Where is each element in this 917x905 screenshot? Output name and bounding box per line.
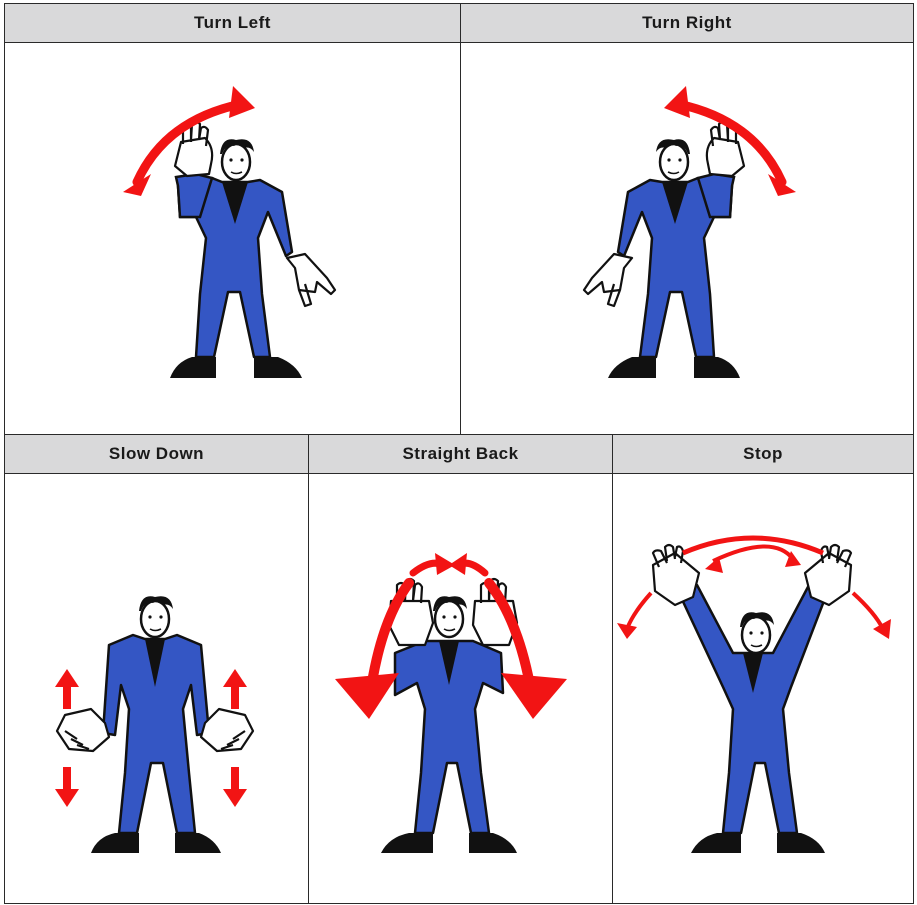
person-figure (91, 596, 221, 853)
person-figure (679, 585, 827, 853)
slow-down-illustration (5, 473, 308, 903)
hand-icon (584, 254, 632, 306)
signal-label: Turn Left (5, 4, 460, 43)
hand-icon (805, 545, 851, 605)
signal-label: Turn Right (461, 4, 913, 43)
hand-icon (287, 254, 335, 306)
hand-icon (201, 709, 253, 751)
turn-left-illustration (5, 42, 460, 434)
turn-right-illustration (461, 42, 913, 434)
signal-label: Stop (613, 435, 913, 474)
stop-illustration (613, 473, 913, 903)
signal-turn-right: Turn Right (460, 3, 914, 435)
signal-turn-left: Turn Left (4, 3, 461, 435)
signal-slow-down: Slow Down (4, 434, 309, 904)
straight-back-illustration (309, 473, 612, 903)
hand-icon (653, 545, 699, 605)
signal-label: Straight Back (309, 435, 612, 474)
signal-straight-back: Straight Back (308, 434, 613, 904)
signal-stop: Stop (612, 434, 914, 904)
signal-label: Slow Down (5, 435, 308, 474)
hand-icon (57, 709, 109, 751)
